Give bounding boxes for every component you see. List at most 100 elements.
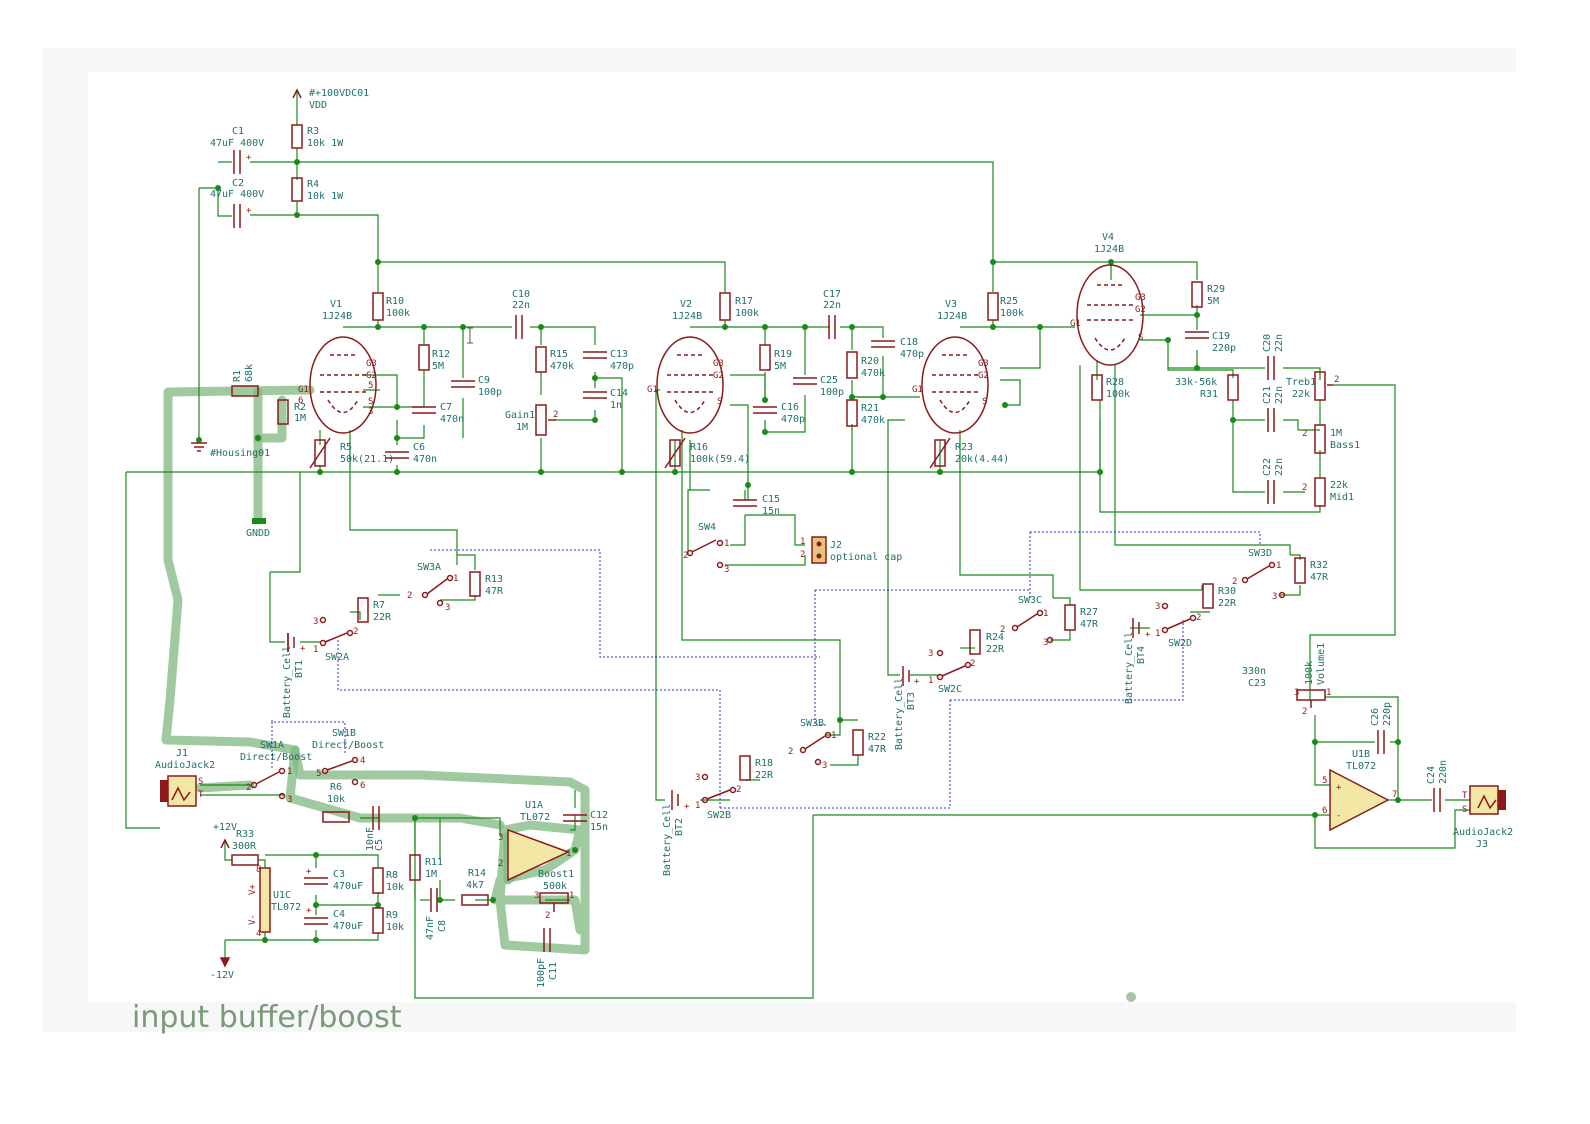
R11-value: 1M xyxy=(425,869,437,880)
V3-ref: V3 xyxy=(945,299,957,310)
C22-value: 22n xyxy=(1274,458,1285,476)
Volume1-potentiometer: 3 1 2 100k Volume1 xyxy=(1294,643,1331,717)
C12-ref: C12 xyxy=(590,810,608,821)
C7-ref: C7 xyxy=(440,402,452,413)
SW2D-switch: SW2D 1 2 3 xyxy=(1155,602,1201,649)
V2-pin-G2: G2 xyxy=(713,371,724,381)
R7-ref: R7 xyxy=(373,600,385,611)
Volume1-pin-1: 1 xyxy=(1326,688,1331,698)
V4-ref: V4 xyxy=(1102,232,1114,243)
R14-resistor: R14 4k7 xyxy=(461,868,489,906)
R18-value: 22R xyxy=(755,770,774,781)
R6-value: 10k xyxy=(327,794,345,805)
SW3B-pin-3: 3 xyxy=(822,761,827,771)
J1-pin-S: S xyxy=(198,777,203,787)
C1-ref: C1 xyxy=(232,126,244,137)
Treb1-ref: Treb1 xyxy=(1286,377,1316,388)
Volume1-pin-2: 2 xyxy=(1302,707,1307,717)
V1-pin-S: S xyxy=(368,397,373,407)
C8-ref: C8 xyxy=(437,920,448,932)
SW3D-pin-3: 3 xyxy=(1272,592,1277,602)
SW3D-pin-1: 1 xyxy=(1276,561,1281,571)
R12-ref: R12 xyxy=(432,349,450,360)
R33-resistor: R33 300R xyxy=(231,829,259,866)
SW3C-pin-1: 1 xyxy=(1043,609,1048,619)
U1C-pin-vminus: V- xyxy=(248,914,258,925)
R14-value: 4k7 xyxy=(466,880,484,891)
R32-resistor: R32 47R xyxy=(1294,557,1329,584)
C14-value: 1n xyxy=(610,400,622,411)
V1-pin-G3: G3 xyxy=(366,359,377,369)
R1-value: 68k xyxy=(244,364,255,382)
SW2B-switch: SW2B 1 2 3 xyxy=(695,773,741,821)
SW1A-switch: SW1A Direct/Boost 2 1 3 xyxy=(240,740,312,805)
Mid1-potentiometer: 2 22k Mid1 xyxy=(1302,477,1354,507)
C3-plus: + xyxy=(306,867,312,877)
SW2A-ref: SW2A xyxy=(325,652,349,663)
V4-value: 1J24B xyxy=(1094,244,1124,255)
C19-capacitor: C19 220p xyxy=(1185,331,1236,354)
SW2B-pin-3: 3 xyxy=(695,773,700,783)
R10-resistor: R10 100k xyxy=(372,292,410,321)
R20-ref: R20 xyxy=(861,356,879,367)
BT4-plus: + xyxy=(1145,630,1151,640)
Bass1-ref: Bass1 xyxy=(1330,440,1360,451)
SW1A-pin-3: 3 xyxy=(287,795,292,805)
J2-pin-1: 1 xyxy=(800,537,805,547)
R21-ref: R21 xyxy=(861,403,879,414)
SW4-pin-3: 3 xyxy=(724,565,729,575)
R7-resistor: R7 22R xyxy=(357,597,392,623)
V3-pin-G1: G1 xyxy=(912,385,923,395)
SW3D-pin-2: 2 xyxy=(1232,577,1237,587)
C22-ref: C22 xyxy=(1262,458,1273,476)
C10-capacitor: C10 22n xyxy=(512,289,530,339)
V1-tube: V1 1J24B G1 G3 G2 S 5 3 6 xyxy=(298,299,377,434)
page-indicator-dot[interactable] xyxy=(1126,992,1136,1002)
Mid1-pin-2: 2 xyxy=(1302,483,1307,493)
C19-ref: C19 xyxy=(1212,331,1230,342)
R28-value: 100k xyxy=(1106,389,1130,400)
C11-ref: C11 xyxy=(548,962,559,980)
U1A-value: TL072 xyxy=(520,812,550,823)
R9-value: 10k xyxy=(386,922,404,933)
C4-value: 470uF xyxy=(333,921,363,932)
U1A-ref: U1A xyxy=(525,800,543,811)
SW3C-switch: SW3C 2 1 3 xyxy=(1000,595,1054,648)
V3-tube: V3 1J24B G1 G3 G2 S xyxy=(912,299,989,434)
R23-value: 20k(4.44) xyxy=(955,454,1009,465)
SW2D-pin-2: 2 xyxy=(1196,613,1201,623)
R25-resistor: R25 100k xyxy=(987,292,1024,321)
C8-value: 47nF xyxy=(425,916,436,940)
C16-ref: C16 xyxy=(781,402,799,413)
R4-ref: R4 xyxy=(307,179,319,190)
V2-pin-S: S xyxy=(717,397,722,407)
C13-value: 470p xyxy=(610,361,634,372)
C13-ref: C13 xyxy=(610,349,628,360)
SW1B-value: Direct/Boost xyxy=(312,740,384,751)
SW3C-pin-2: 2 xyxy=(1000,625,1005,635)
R3-ref: R3 xyxy=(307,126,319,137)
U1C-pin-4: 4 xyxy=(256,929,261,939)
C14-ref: C14 xyxy=(610,388,628,399)
Gain1-ref: Gain1 xyxy=(505,410,535,421)
V3-pin-G2: G2 xyxy=(978,371,989,381)
V1-pin-5: 5 xyxy=(368,381,373,391)
SW1A-value: Direct/Boost xyxy=(240,752,312,763)
Volume1-pin-3: 3 xyxy=(1294,688,1299,698)
C2-value: 47uF 400V xyxy=(210,189,264,200)
R27-value: 47R xyxy=(1080,619,1099,630)
SW3B-switch: SW3B 2 1 3 xyxy=(788,718,836,771)
C16-capacitor: C16 470p xyxy=(753,402,805,425)
C7-capacitor: C7 470n xyxy=(412,402,464,425)
R17-value: 100k xyxy=(735,308,759,319)
R29-resistor: R29 5M xyxy=(1191,281,1225,308)
C26-capacitor: C26 220p xyxy=(1370,702,1393,754)
J3-audio-jack: T S AudioJack2 J3 xyxy=(1453,785,1513,850)
C21-capacitor: C21 22n xyxy=(1262,386,1285,432)
U1A-pin-3: 3 xyxy=(498,833,503,843)
R5-ref: R5 xyxy=(340,442,352,453)
V4-pin-G3: G3 xyxy=(1135,293,1146,303)
SW3A-pin-3: 3 xyxy=(445,603,450,613)
SW2C-ref: SW2C xyxy=(938,684,962,695)
C5-capacitor: C5 10nF xyxy=(365,806,385,851)
